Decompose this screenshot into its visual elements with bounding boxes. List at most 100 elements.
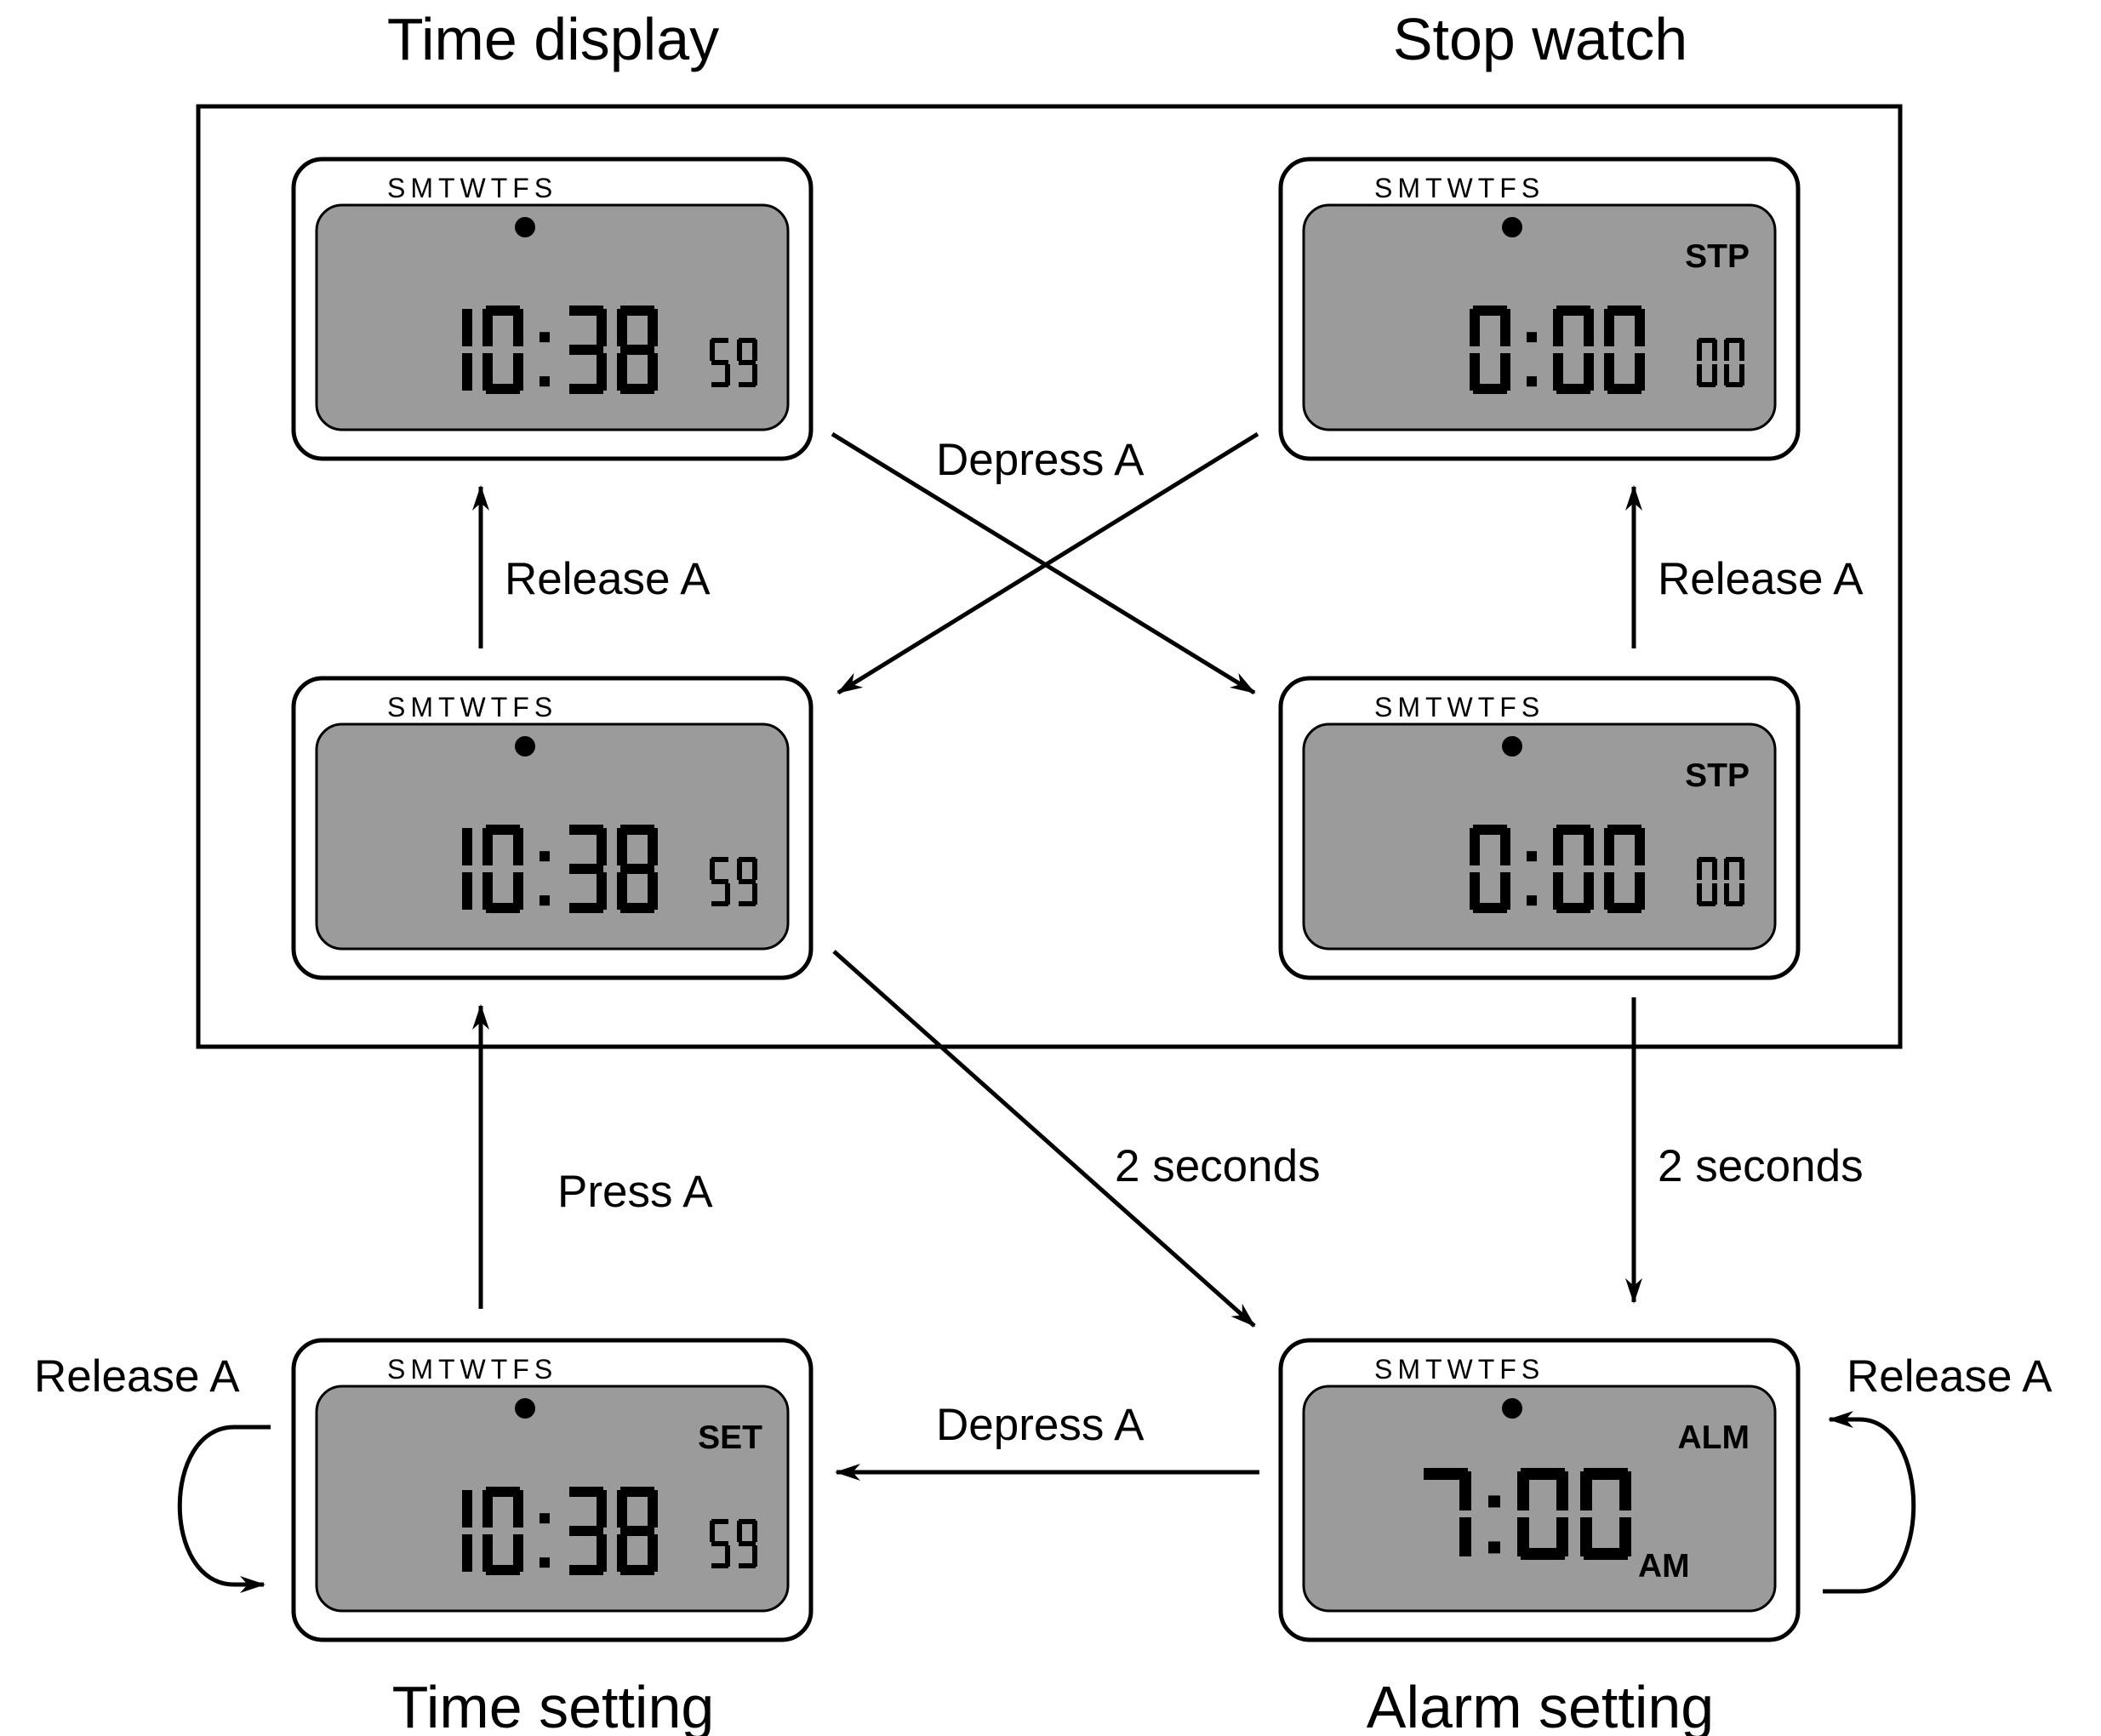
seconds-digits: [710, 857, 757, 906]
colon-dot: [540, 376, 550, 387]
segment: [711, 1541, 728, 1546]
segment: [1459, 1517, 1471, 1556]
lcd-screen: [1302, 203, 1777, 431]
title-time-display: Time display: [387, 6, 719, 72]
segment: [739, 338, 756, 343]
segment: [1517, 1517, 1529, 1556]
segment: [617, 309, 627, 346]
segment: [462, 872, 472, 910]
segment: [648, 353, 658, 391]
segment: [1619, 1517, 1631, 1556]
segment: [620, 1565, 654, 1575]
main-time-digits: [462, 1487, 658, 1575]
segment: [1698, 382, 1716, 387]
segment: [1604, 828, 1614, 865]
segment: [739, 901, 756, 906]
title-alarm-setting: Alarm setting: [1367, 1674, 1714, 1736]
segment: [710, 1521, 715, 1542]
mode-tag: SET: [698, 1419, 762, 1456]
segment: [617, 353, 627, 391]
weekday-indicator: SMTWTFS: [387, 1354, 557, 1385]
segment: [752, 1545, 757, 1567]
segment: [597, 309, 607, 346]
main-time-digits: [1470, 825, 1645, 913]
segment: [737, 340, 742, 361]
segment: [486, 306, 520, 316]
segment: [1556, 1517, 1568, 1556]
seconds-digits: [1697, 338, 1744, 387]
segment: [1726, 857, 1743, 862]
segment: [1698, 901, 1716, 906]
segment: [482, 353, 493, 391]
lcd-screen: [1302, 1385, 1777, 1613]
segment: [482, 309, 493, 346]
main-time-digits: [462, 306, 658, 394]
segment: [1635, 828, 1645, 865]
segment: [739, 1563, 756, 1568]
segment: [569, 1526, 603, 1536]
segment: [569, 903, 603, 913]
seconds-digits: [710, 338, 757, 387]
segment: [1698, 338, 1716, 343]
colon-dot: [1488, 1541, 1500, 1554]
segment: [752, 1521, 757, 1542]
segment: [513, 828, 523, 865]
segment: [1739, 859, 1744, 880]
segment: [1724, 364, 1729, 385]
segment: [513, 309, 523, 346]
segment: [569, 864, 603, 874]
label-press-a: Press A: [557, 1167, 713, 1217]
segment: [739, 382, 756, 387]
segment: [1584, 1548, 1628, 1560]
weekday-indicator: SMTWTFS: [1374, 173, 1544, 203]
segment: [1604, 872, 1614, 910]
segment: [725, 883, 730, 905]
segment: [486, 1487, 520, 1497]
segment: [710, 859, 715, 880]
segment: [620, 1487, 654, 1497]
segment: [710, 340, 715, 361]
main-time-digits: [462, 825, 658, 913]
segment: [1635, 353, 1645, 391]
segment: [752, 364, 757, 385]
segment: [725, 364, 730, 385]
segment: [617, 828, 627, 865]
segment: [1473, 306, 1507, 316]
seconds-digits: [710, 1519, 757, 1568]
colon-dot: [540, 851, 550, 862]
segment: [1712, 364, 1717, 385]
label-two-seconds-right: 2 seconds: [1658, 1141, 1864, 1191]
watch-time-display-pressed: SMTWTFS: [291, 676, 814, 980]
segment: [711, 901, 728, 906]
segment: [1580, 1471, 1592, 1510]
segment: [737, 859, 742, 880]
arrow-depress-a-td-to-stp: [831, 431, 1256, 695]
segment: [597, 353, 607, 391]
segment: [620, 306, 654, 316]
segment: [462, 828, 472, 865]
segment: [1607, 825, 1641, 835]
segment: [569, 384, 603, 394]
segment: [1556, 384, 1590, 394]
segment: [1635, 309, 1645, 346]
segment: [725, 1545, 730, 1567]
lcd-screen: [315, 1385, 790, 1613]
segment: [482, 872, 493, 910]
segment: [648, 872, 658, 910]
segment: [569, 345, 603, 355]
segment: [620, 903, 654, 913]
segment: [486, 825, 520, 835]
label-depress-a-bottom: Depress A: [936, 1400, 1145, 1450]
segment: [620, 864, 654, 874]
segment: [462, 309, 472, 346]
segment: [1473, 384, 1507, 394]
segment: [1584, 1468, 1628, 1480]
main-time-digits: [1424, 1468, 1631, 1560]
segment: [1521, 1548, 1565, 1560]
segment: [1712, 340, 1717, 361]
segment: [1424, 1468, 1468, 1480]
colon-dot: [1488, 1495, 1500, 1508]
segment: [597, 1490, 607, 1528]
